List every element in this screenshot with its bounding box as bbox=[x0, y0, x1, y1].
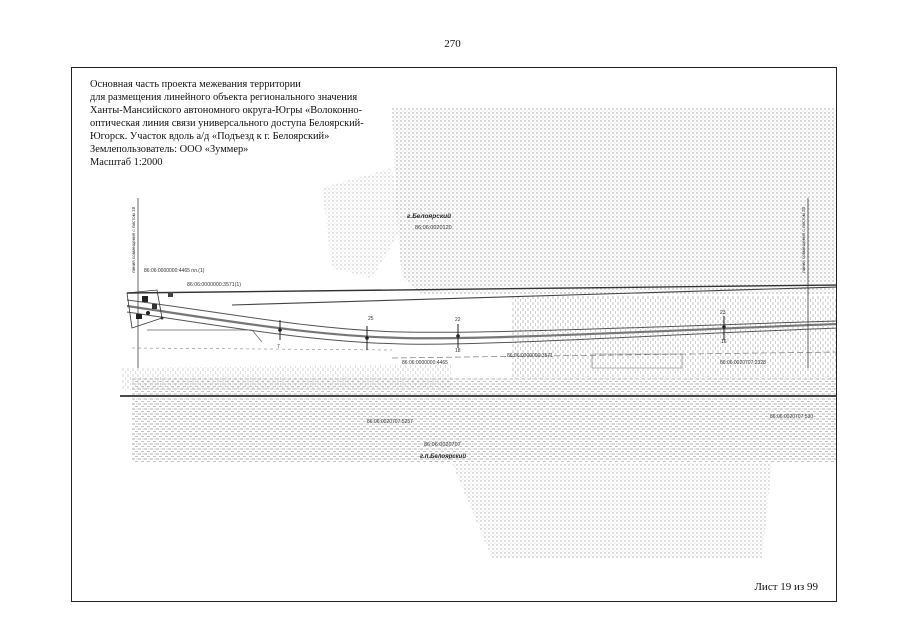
pk-label-low-3: 16 bbox=[721, 339, 727, 345]
road-corridor-top bbox=[126, 299, 836, 333]
title-line-3: Ханты-Мансийского автономного округа-Югр… bbox=[90, 105, 363, 116]
dashed-line-2 bbox=[131, 347, 393, 351]
title-line-1: Основная часть проекта межевания террито… bbox=[90, 79, 301, 90]
title-line-2: для размещения линейного объекта региона… bbox=[90, 92, 358, 103]
stipple-area-south-band bbox=[132, 378, 836, 463]
stipple-area-south-low bbox=[452, 463, 772, 558]
road-corridor-bottom bbox=[126, 311, 836, 345]
pk-label-low-1: 7 bbox=[277, 344, 280, 350]
dashed-line-1 bbox=[391, 351, 836, 359]
stipple-area-south bbox=[512, 296, 836, 388]
pk-label-low-2: 18 bbox=[455, 348, 461, 354]
label-alignment-right: линия совмещения с листом 20 bbox=[801, 206, 806, 273]
label-parcel-main: 86:06:0000000:3571(1) bbox=[187, 282, 241, 288]
label-parcel-right: 86:06:0020707:2328 bbox=[720, 360, 766, 366]
sheet-number: Лист 19 из 99 bbox=[754, 581, 818, 593]
map-sheet-frame: г.Белоярский 86:06:0020120 86:06:0000000… bbox=[71, 67, 837, 602]
scale-line: Масштаб 1:2000 bbox=[90, 157, 163, 168]
label-parcel-bottom: 86:06:0020707:5257 bbox=[367, 419, 413, 425]
road-corridor-mid bbox=[126, 304, 836, 340]
pk-label-3: 23 bbox=[720, 310, 726, 316]
label-city-top: г.Белоярский bbox=[407, 212, 451, 220]
label-parcel-bottom-right: 86:06:0020707:530 bbox=[770, 414, 813, 420]
pk-label-1: 25 bbox=[368, 316, 374, 322]
label-alignment-left: линия совмещения с листом 18 bbox=[131, 206, 136, 273]
label-city-bottom: г.п.Белоярский bbox=[420, 453, 466, 460]
label-parcel-mid2: 86:06:0000000:3571 bbox=[507, 353, 553, 359]
land-user-line: Землепользователь: ООО «Зуммер» bbox=[90, 144, 249, 155]
boundary-line-north-2 bbox=[231, 286, 836, 306]
small-parcel-left-2 bbox=[147, 329, 263, 343]
stipple-area-south-strip bbox=[122, 364, 452, 390]
label-city-bottom-id: 86:06:0020707 bbox=[424, 442, 461, 448]
title-line-4: оптическая линия связи универсального до… bbox=[90, 118, 364, 129]
label-city-top-id: 86:06:0020120 bbox=[415, 225, 452, 231]
title-line-5: Югорск. Участок вдоль а/д «Подъезд к г. … bbox=[90, 131, 330, 142]
page-number: 270 bbox=[444, 38, 461, 50]
boundary-line-north bbox=[126, 284, 836, 294]
label-parcel-left: 86:06:0000000:4465 пл.(1) bbox=[144, 268, 205, 274]
pk-label-2: 22 bbox=[455, 317, 461, 323]
cluster-box bbox=[591, 353, 683, 369]
stipple-area-north-edge bbox=[322, 168, 402, 278]
title-block: Основная часть проекта межевания террито… bbox=[90, 78, 390, 169]
label-parcel-mid: 86:06:0000000:4465 bbox=[402, 360, 448, 366]
stipple-area-north bbox=[392, 108, 836, 294]
cadastral-map: г.Белоярский 86:06:0020120 86:06:0000000… bbox=[120, 108, 836, 558]
